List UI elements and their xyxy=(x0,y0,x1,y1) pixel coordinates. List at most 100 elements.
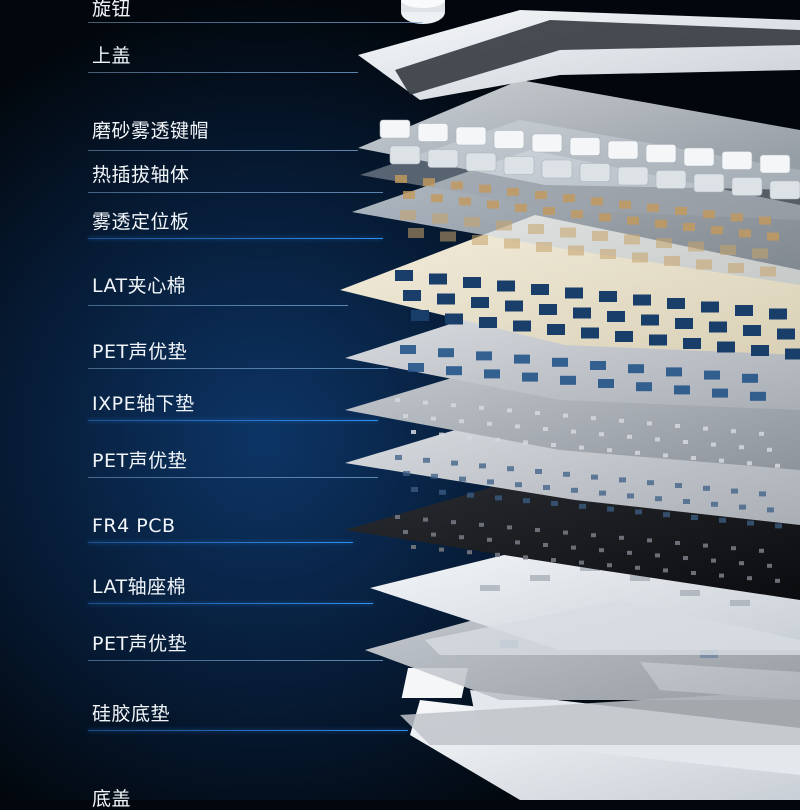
foam-hole xyxy=(769,308,787,320)
ixpe-dot xyxy=(495,437,500,442)
plate-switch xyxy=(632,252,648,263)
leader-line-pet-pad-2 xyxy=(88,477,378,478)
pet-pad-hole xyxy=(666,367,682,377)
ixpe-dot xyxy=(439,432,444,437)
plate-switch xyxy=(624,234,640,245)
layer-label-silicone-pad: 硅胶底垫 xyxy=(92,703,171,725)
plate-switch xyxy=(592,231,608,241)
pet-pad-hole xyxy=(598,379,614,388)
switch xyxy=(487,200,499,209)
leader-line-lat-foam xyxy=(88,305,348,306)
ixpe-dot xyxy=(535,411,540,415)
plate-switch xyxy=(688,241,704,252)
pet-pad-hole xyxy=(514,354,530,364)
switch xyxy=(431,194,443,203)
pcb-pad xyxy=(495,552,500,557)
foam-hole xyxy=(463,277,481,288)
plate-switch xyxy=(400,210,416,220)
pcb-pad xyxy=(535,528,540,532)
pcb-pad xyxy=(683,556,688,560)
leader-line-top-case xyxy=(88,72,358,73)
switch xyxy=(563,194,575,203)
ixpe-dot xyxy=(551,443,556,447)
pcb-pad xyxy=(663,568,668,573)
foam-hole xyxy=(751,345,769,356)
layer-label-keycaps: 磨砂雾透键帽 xyxy=(92,120,210,142)
pet-pad-hole xyxy=(703,485,710,491)
pcb-pad xyxy=(691,571,696,575)
pcb-pad xyxy=(551,558,556,562)
plate-switch xyxy=(408,228,424,238)
pcb-pad xyxy=(439,547,444,552)
pet-pad-hole xyxy=(712,388,728,398)
keycap xyxy=(465,152,497,172)
pcb-pad xyxy=(543,543,548,547)
switch xyxy=(479,184,491,193)
layer-label-pet-pad-1: PET声优垫 xyxy=(92,341,188,363)
foam-hole xyxy=(777,328,795,340)
pcb-pad xyxy=(711,558,716,563)
plate-switch xyxy=(728,263,744,273)
pet-pad-hole xyxy=(719,517,726,523)
pet-pad-hole xyxy=(495,495,502,501)
ixpe-dot xyxy=(759,431,764,436)
keycap xyxy=(721,151,753,170)
pcb-pad xyxy=(411,545,416,549)
switch xyxy=(703,210,715,219)
pet-pad-hole xyxy=(647,480,654,486)
layer-label-knob: 旋钮 xyxy=(92,0,132,20)
layer-label-plate: 雾透定位板 xyxy=(92,211,190,233)
top-case-layer xyxy=(358,10,800,100)
ixpe-dot xyxy=(543,427,548,431)
switch xyxy=(683,223,695,231)
pet-pad-hole xyxy=(747,520,754,526)
ixpe-dot xyxy=(523,440,528,445)
foam-hole xyxy=(547,324,565,335)
pet-pad-hole xyxy=(683,499,690,504)
switch xyxy=(599,213,611,222)
keycap xyxy=(455,126,487,146)
ixpe-dot xyxy=(403,414,408,418)
leader-line-pcb xyxy=(88,542,353,543)
layer-label-pcb: FR4 PCB xyxy=(92,515,176,537)
switch xyxy=(423,178,435,187)
ixpe-dot xyxy=(767,447,772,452)
ixpe-dot xyxy=(571,429,576,434)
pcb-pad xyxy=(759,548,764,553)
pet-pad-hole xyxy=(663,512,670,518)
foam-hole xyxy=(599,291,617,302)
foam-hole xyxy=(411,310,429,321)
keycap xyxy=(541,159,573,179)
pet-pad-hole xyxy=(627,493,634,499)
layer-label-ixpe-pad: IXPE轴下垫 xyxy=(92,393,195,415)
pcb-pad xyxy=(731,546,736,551)
pcb-pad xyxy=(739,561,744,566)
foam-hole xyxy=(649,334,667,346)
keycap xyxy=(683,147,715,167)
plate-switch xyxy=(720,245,736,255)
switch xyxy=(543,207,555,215)
plate-switch xyxy=(464,217,480,227)
switch xyxy=(675,207,687,215)
pet-pad-hole xyxy=(543,485,550,490)
keycap xyxy=(427,149,459,168)
pet-pad-hole xyxy=(628,364,644,374)
pet-pad-hole xyxy=(408,363,424,372)
keycap xyxy=(731,177,763,196)
layer-label-switches: 热插拔轴体 xyxy=(92,164,190,186)
pet-pad-hole xyxy=(479,463,486,469)
switch xyxy=(535,191,547,199)
keycap xyxy=(493,130,525,149)
keycap xyxy=(655,170,687,189)
pcb-pad xyxy=(655,553,660,558)
ixpe-dot xyxy=(467,435,472,440)
pet-pad-hole xyxy=(775,523,782,529)
leader-line-silicone-pad xyxy=(88,730,408,731)
ixpe-dot xyxy=(731,429,736,434)
ixpe-dot xyxy=(599,432,604,437)
pcb-pad xyxy=(647,538,652,543)
pet-pad-hole xyxy=(607,506,614,512)
foam-hole xyxy=(505,300,523,312)
ixpe-dot xyxy=(719,458,724,463)
ixpe-dot xyxy=(515,424,520,429)
